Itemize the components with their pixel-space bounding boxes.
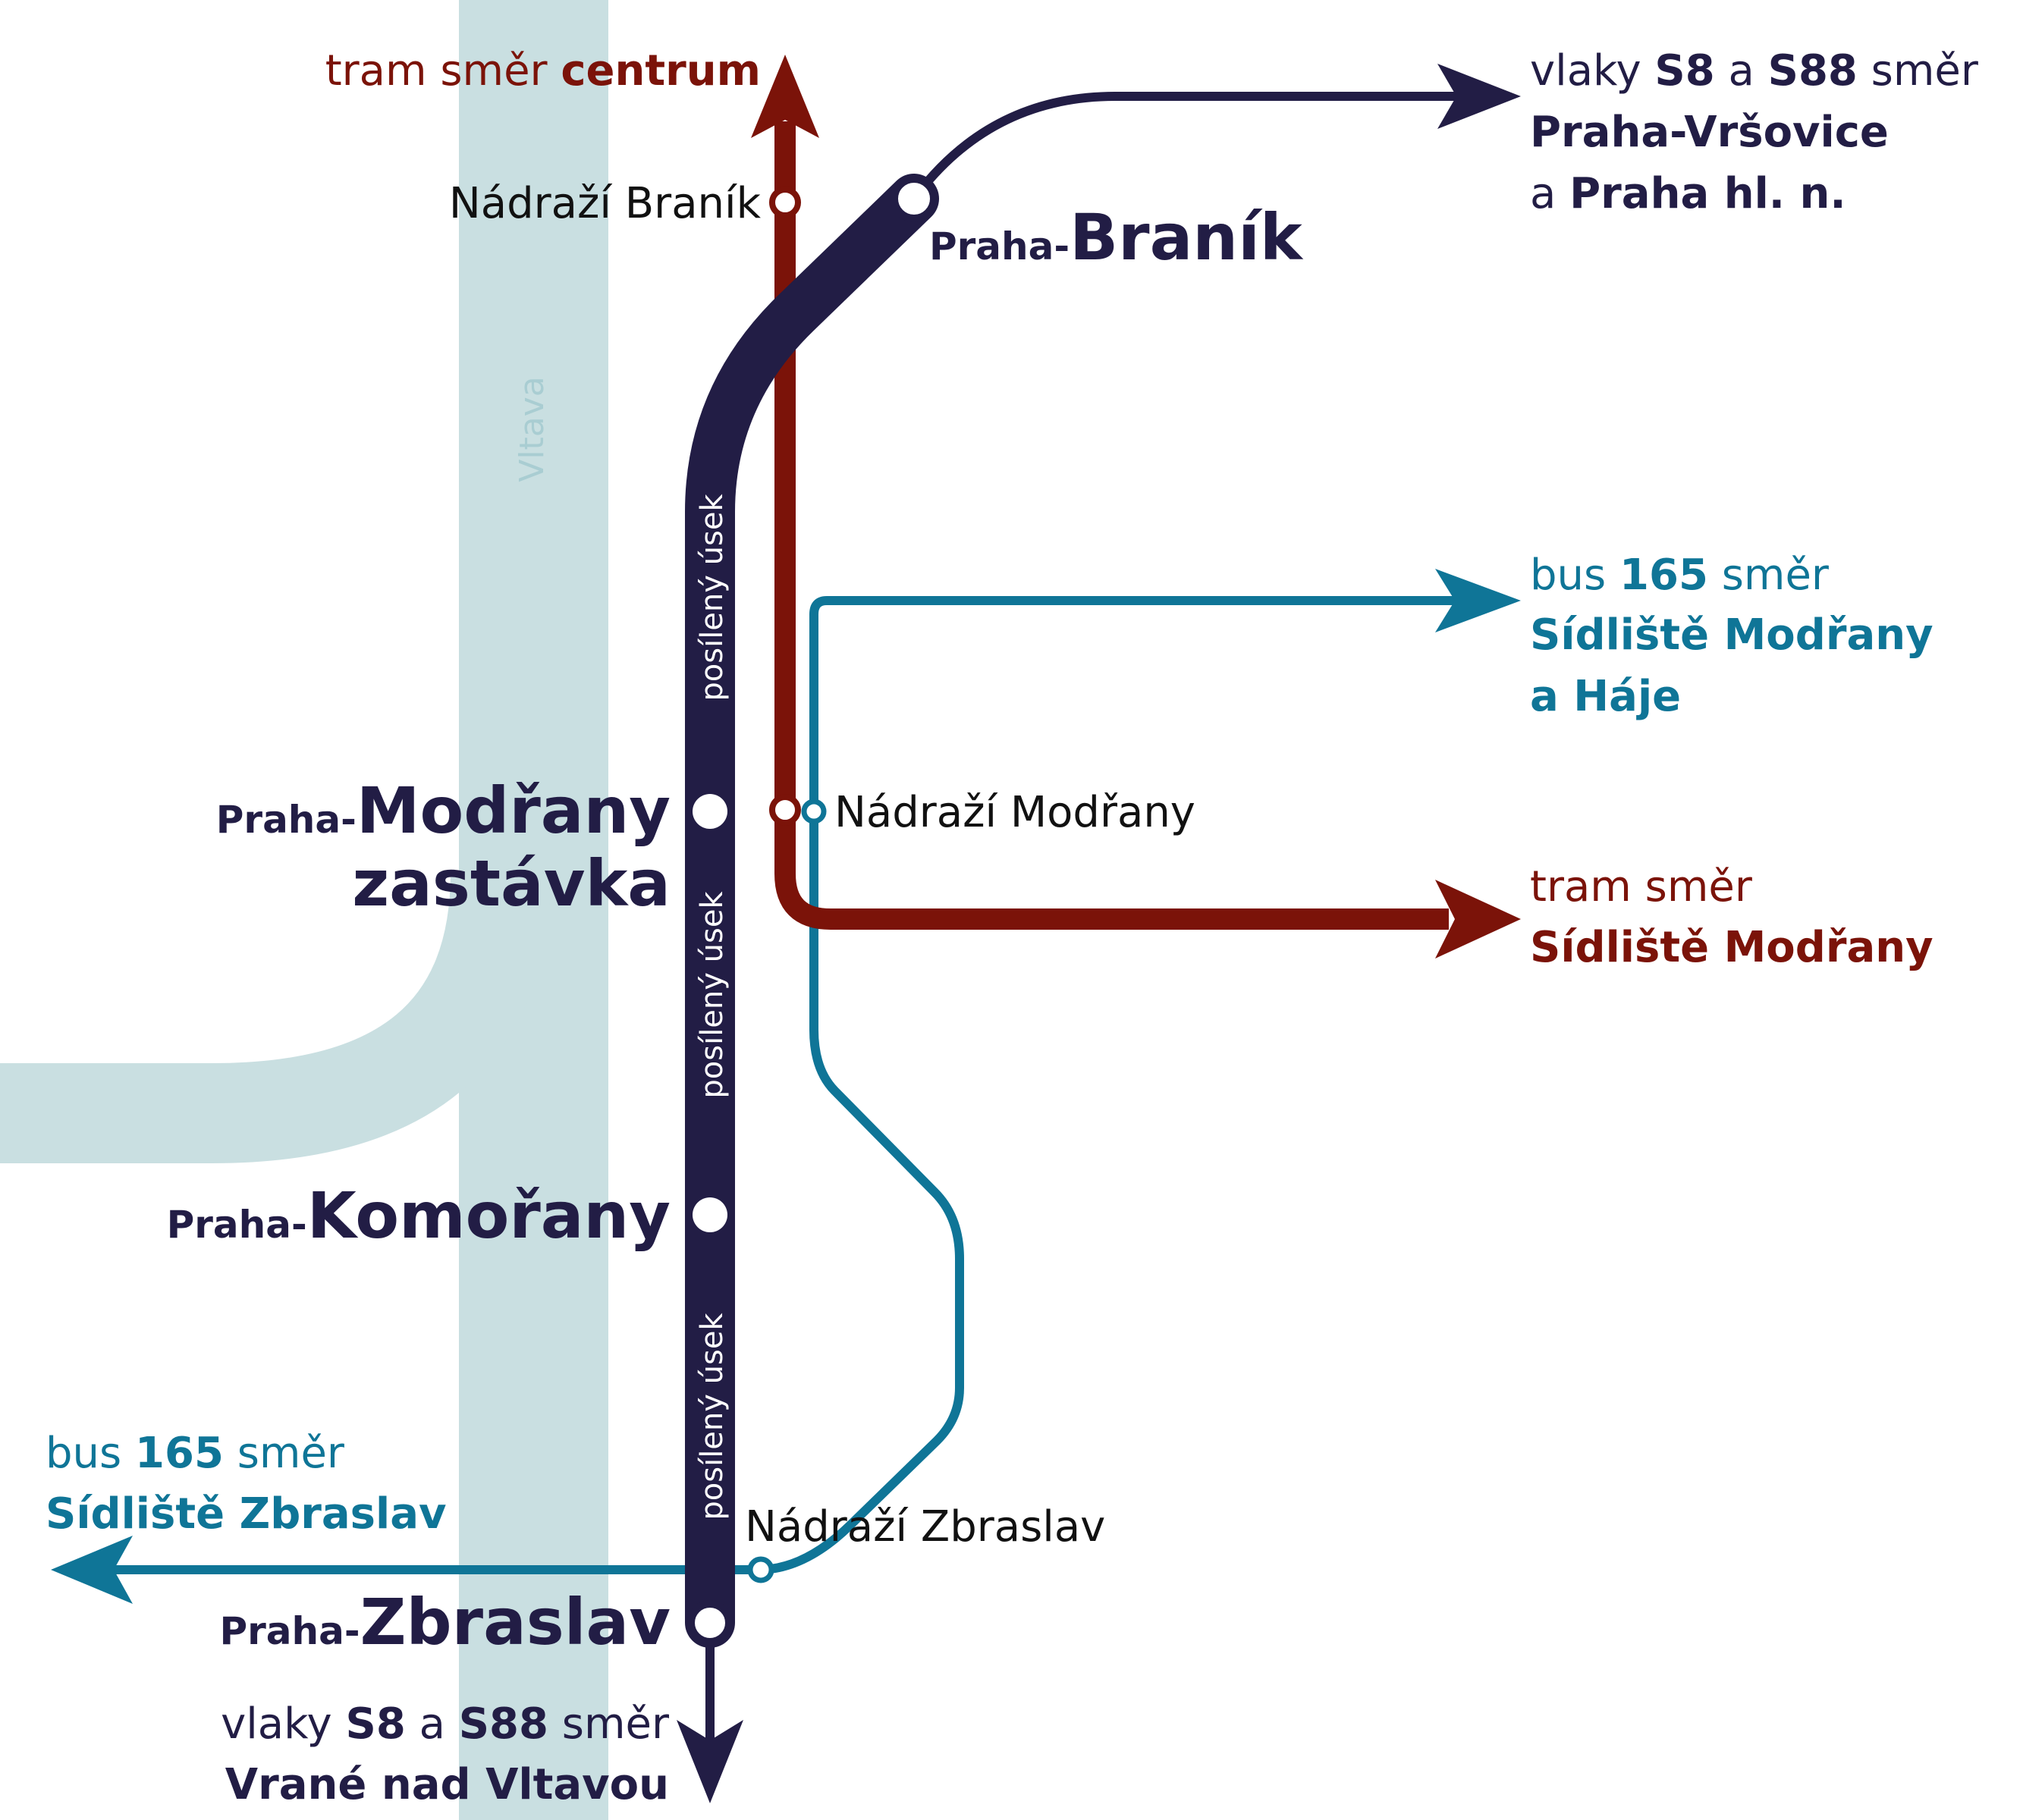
train-north-text-smer: směr <box>1858 46 1979 96</box>
train-north-label: vlaky S8 a S88 směr Praha-Vršovice a Pra… <box>1530 46 1979 218</box>
train-south-label-line2: Vrané nad Vltavou <box>225 1760 669 1809</box>
tram-line <box>774 121 1449 930</box>
bus-east-label: bus 165 směr Sídliště Modřany a Háje <box>1530 551 1933 721</box>
station-zbraslav-prefix: Praha- <box>219 1609 360 1653</box>
bus-east-arrow <box>1435 569 1521 632</box>
stop-marker-nadrazi-branik[interactable] <box>769 187 801 218</box>
bus-west-text-bus: bus <box>46 1429 135 1478</box>
train-north-text-a: a <box>1715 46 1768 96</box>
train-route-main <box>685 174 939 1648</box>
bus-east-text-smer: směr <box>1708 551 1830 600</box>
reinforced-label-lower: posílený úsek <box>695 1313 730 1520</box>
bus-east-text-number: 165 <box>1619 551 1708 600</box>
bus-east-label-line3: a Háje <box>1530 672 1681 721</box>
station-modrany-name: Modřany <box>357 774 671 848</box>
tram-east-label: tram směr Sídliště Modřany <box>1530 862 1933 972</box>
train-north-text-hlavni: Praha hl. n. <box>1569 169 1846 218</box>
train-north-label-line1: vlaky S8 a S88 směr <box>1530 46 1979 96</box>
bus-west-label: bus 165 směr Sídliště Zbraslav <box>46 1429 447 1539</box>
station-marker-zbraslav[interactable] <box>687 1600 733 1646</box>
bus-west-label-line2: Sídliště Zbraslav <box>46 1489 447 1539</box>
bus-east-text-bus: bus <box>1530 551 1619 600</box>
stop-label-nadrazi-branik[interactable]: Nádraží Braník <box>449 179 762 228</box>
river-side-branch <box>0 871 551 1163</box>
river-vltava: Vltava <box>0 0 608 1820</box>
tram-route <box>774 121 1449 930</box>
tram-east-label-line1: tram směr <box>1530 862 1753 912</box>
station-label-branik[interactable]: Praha-Braník <box>929 200 1304 275</box>
bus-west-text-number: 165 <box>135 1429 224 1478</box>
station-modrany-line2: zastávka <box>352 846 671 921</box>
station-label-modrany[interactable]: Praha-Modřany zastávka <box>216 774 671 921</box>
train-south-text-smer: směr <box>548 1699 670 1749</box>
bus-east-label-line2: Sídliště Modřany <box>1530 610 1933 660</box>
train-north-arrow <box>1437 64 1521 129</box>
station-modrany-line1: Praha-Modřany <box>216 774 671 848</box>
train-route-north-thin <box>909 92 1469 203</box>
train-south-arrow <box>677 1720 743 1803</box>
reinforced-label-middle: posílený úsek <box>695 891 730 1099</box>
train-line <box>685 92 1469 1768</box>
station-komorany-name: Komořany <box>307 1178 671 1253</box>
bus-west-arrow <box>51 1536 133 1604</box>
tram-north-label-prefix: tram směr <box>325 46 561 96</box>
tram-north-label-destination: centrum <box>561 46 761 96</box>
bus-east-label-line1: bus 165 směr <box>1530 551 1830 600</box>
train-south-text-s8: S8 <box>346 1699 406 1749</box>
train-south-text-a: a <box>406 1699 459 1749</box>
bus-route-east <box>758 596 1487 1574</box>
stop-marker-nadrazi-modrany-tram[interactable] <box>769 794 801 826</box>
train-north-label-line2: Praha-Vršovice <box>1530 108 1889 157</box>
station-marker-modrany[interactable] <box>693 794 727 829</box>
station-marker-branik[interactable] <box>891 175 938 222</box>
stop-marker-nadrazi-modrany-bus[interactable] <box>801 799 827 824</box>
tram-north-arrow <box>751 55 819 138</box>
train-south-text-s88: S88 <box>459 1699 548 1749</box>
train-north-text-a2: a <box>1530 169 1569 218</box>
station-zbraslav-name: Zbraslav <box>360 1585 671 1659</box>
train-north-label-line3: a Praha hl. n. <box>1530 169 1846 218</box>
train-north-text-vlaky: vlaky <box>1530 46 1654 96</box>
train-south-text-vlaky: vlaky <box>221 1699 345 1749</box>
station-label-komorany[interactable]: Praha-Komořany <box>167 1178 671 1253</box>
tram-north-label: tram směr centrum <box>325 46 761 96</box>
station-label-zbraslav[interactable]: Praha-Zbraslav <box>219 1585 671 1659</box>
station-modrany-prefix: Praha- <box>216 798 357 842</box>
tram-east-arrow <box>1435 880 1521 959</box>
bus-line-165 <box>114 596 1487 1574</box>
stop-marker-nadrazi-zbraslav[interactable] <box>747 1556 774 1583</box>
stop-label-nadrazi-modrany[interactable]: Nádraží Modřany <box>834 788 1195 837</box>
train-north-text-s88: S88 <box>1768 46 1858 96</box>
bus-west-text-smer: směr <box>224 1429 345 1478</box>
station-komorany-prefix: Praha- <box>167 1203 307 1247</box>
river-label: Vltava <box>513 376 551 482</box>
station-marker-komorany[interactable] <box>693 1197 727 1232</box>
bus-west-label-line1: bus 165 směr <box>46 1429 345 1478</box>
train-north-text-s8: S8 <box>1654 46 1714 96</box>
tram-east-label-line2: Sídliště Modřany <box>1530 923 1933 972</box>
stop-label-nadrazi-zbraslav[interactable]: Nádraží Zbraslav <box>745 1502 1105 1552</box>
station-branik-prefix: Praha- <box>929 224 1070 268</box>
reinforced-label-upper: posílený úsek <box>695 494 730 701</box>
station-branik-name: Braník <box>1070 200 1304 275</box>
train-south-label-line1: vlaky S8 a S88 směr <box>221 1699 670 1749</box>
train-south-label: vlaky S8 a S88 směr Vrané nad Vltavou <box>221 1699 670 1809</box>
